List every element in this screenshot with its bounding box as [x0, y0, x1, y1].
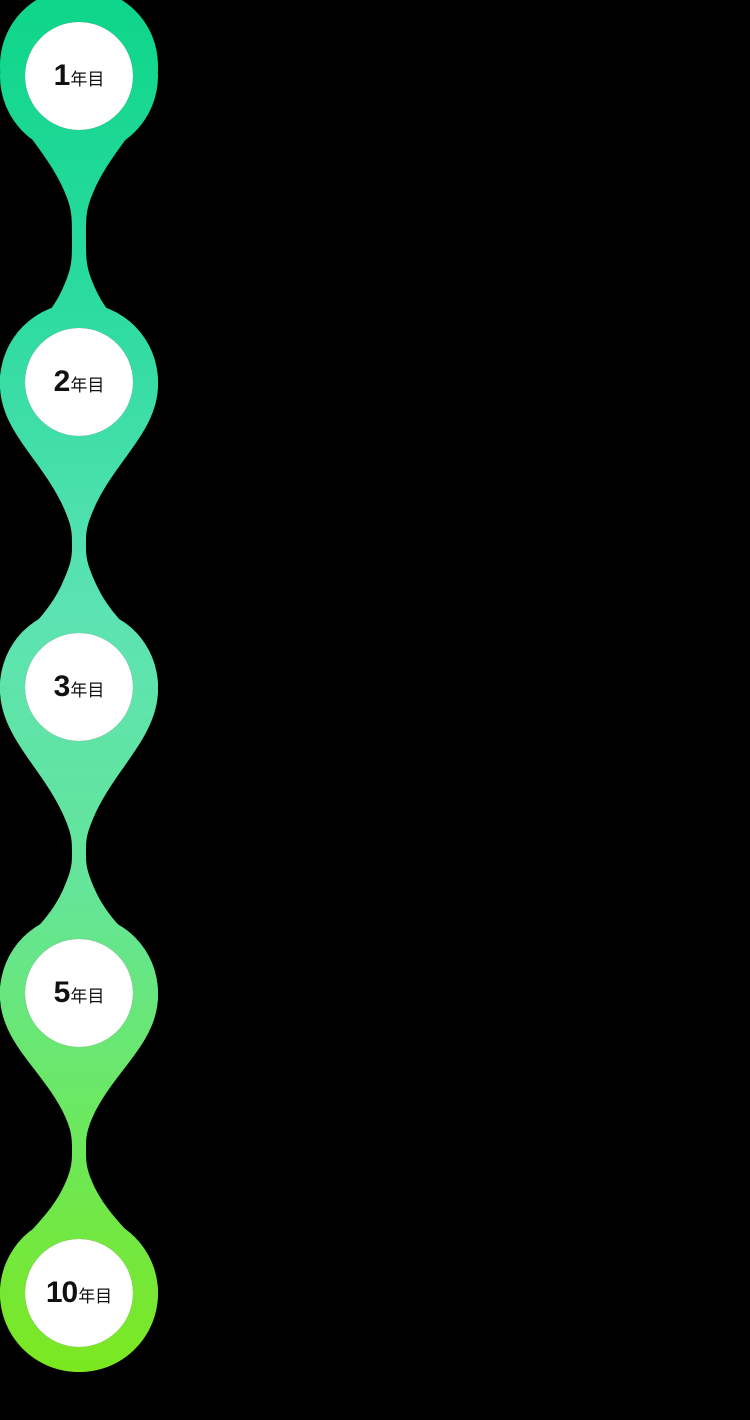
- timeline-node-number-year-2: 2: [53, 365, 71, 398]
- timeline-node-number-year-5: 5: [53, 976, 71, 1009]
- timeline-node-unit-year-3: 年目: [70, 681, 105, 700]
- timeline-node-unit-year-2: 年目: [70, 376, 105, 395]
- timeline-node-number-year-10: 10: [45, 1276, 78, 1309]
- timeline-node-number-year-3: 3: [53, 670, 71, 703]
- timeline-node-number-year-1: 1: [53, 59, 71, 92]
- timeline-node-unit-year-10: 年目: [78, 1287, 113, 1306]
- timeline-node-unit-year-5: 年目: [70, 987, 105, 1006]
- timeline-node-unit-year-1: 年目: [70, 70, 105, 89]
